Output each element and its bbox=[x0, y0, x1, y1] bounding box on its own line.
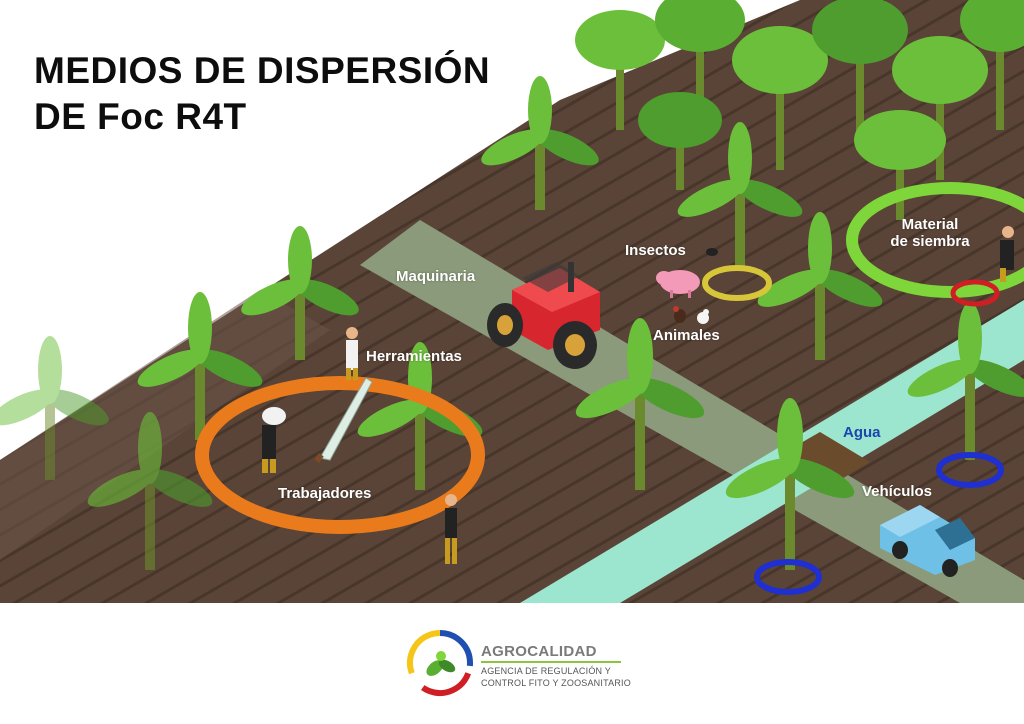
pig bbox=[656, 270, 700, 298]
insects-ring bbox=[702, 265, 772, 301]
logo-name: AGROCALIDAD bbox=[481, 643, 597, 660]
worker-planting bbox=[445, 494, 457, 564]
footer bbox=[0, 603, 1024, 724]
logo-subtitle-line2: CONTROL FITO Y ZOOSANITARIO bbox=[481, 678, 631, 688]
page-title-line2: DE Foc R4T bbox=[34, 96, 247, 137]
worker-with-sack bbox=[262, 407, 286, 473]
label-animales: Animales bbox=[653, 327, 720, 344]
agrocalidad-logo-mark bbox=[407, 630, 473, 696]
insect bbox=[706, 248, 718, 256]
label-insectos: Insectos bbox=[625, 242, 686, 259]
machete bbox=[314, 377, 373, 463]
label-herramientas: Herramientas bbox=[366, 348, 462, 365]
label-agua: Agua bbox=[843, 424, 881, 441]
label-material-line2: de siembra bbox=[890, 232, 970, 250]
water-channel bbox=[520, 300, 1024, 603]
planting-material-ring bbox=[846, 182, 1024, 298]
label-trabajadores: Trabajadores bbox=[278, 485, 372, 502]
vehicles-ring bbox=[754, 559, 822, 595]
pickup-truck bbox=[880, 505, 975, 577]
page-title-line1: MEDIOS DE DISPERSIÓN bbox=[34, 50, 491, 91]
background-field bbox=[0, 290, 330, 560]
label-material-de-siembra: Material de siembra bbox=[880, 216, 980, 250]
banana-plants bbox=[0, 0, 1024, 570]
water-ring bbox=[936, 452, 1004, 488]
label-maquinaria: Maquinaria bbox=[396, 268, 476, 285]
worker-with-seedling bbox=[1000, 226, 1014, 282]
chickens bbox=[673, 306, 709, 324]
workers-ring bbox=[195, 376, 485, 534]
label-vehiculos: Vehículos bbox=[862, 483, 933, 500]
worker-standing bbox=[346, 327, 358, 380]
label-material-line1: Material bbox=[901, 216, 959, 233]
logo-subtitle-line1: AGENCIA DE REGULACIÓN Y bbox=[481, 666, 611, 676]
planting-material-inner-ring bbox=[950, 279, 1000, 307]
tractor bbox=[487, 262, 600, 369]
logo-divider bbox=[481, 661, 621, 663]
